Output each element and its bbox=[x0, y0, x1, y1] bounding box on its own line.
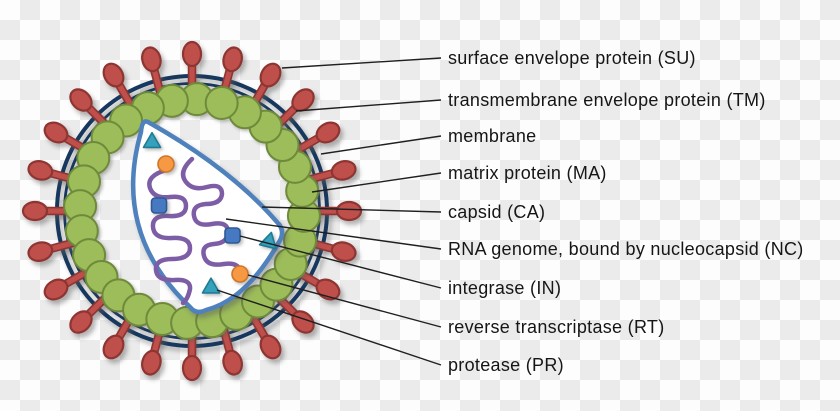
su-head bbox=[259, 334, 282, 360]
protease-triangle-icon bbox=[201, 277, 221, 294]
integrase-square-icon bbox=[150, 197, 168, 214]
label-membrane: membrane bbox=[448, 126, 537, 146]
pointer-line-tm bbox=[295, 99, 442, 112]
matrix-protein-ring-group bbox=[63, 82, 321, 340]
su-head bbox=[43, 278, 69, 301]
su-head bbox=[69, 310, 93, 334]
su-head bbox=[43, 121, 69, 144]
su-head bbox=[181, 40, 203, 68]
reverse-transcriptase-dot-icon bbox=[231, 265, 249, 283]
label-ma: matrix protein (MA) bbox=[448, 163, 607, 183]
su-head bbox=[27, 160, 54, 181]
su-head bbox=[102, 334, 125, 360]
su-head bbox=[335, 200, 363, 222]
pointer-line-ca bbox=[261, 206, 442, 213]
label-tm: transmembrane envelope protein (TM) bbox=[448, 90, 766, 110]
label-nc: RNA genome, bound by nucleocapsid (NC) bbox=[448, 239, 804, 259]
protease-triangle-icon bbox=[142, 131, 162, 149]
label-rt: reverse transcriptase (RT) bbox=[448, 317, 665, 337]
su-head bbox=[181, 354, 203, 382]
pointer-line-su bbox=[281, 57, 442, 69]
rna-genome-group bbox=[147, 156, 243, 306]
rna-strand-squiggle-icon bbox=[147, 167, 193, 306]
label-su: surface envelope protein (SU) bbox=[448, 48, 696, 68]
su-head bbox=[222, 349, 243, 376]
pointer-line-in bbox=[239, 235, 442, 289]
su-head bbox=[330, 241, 357, 262]
enzyme-markers-group bbox=[142, 131, 277, 294]
reverse-transcriptase-dot-icon bbox=[157, 155, 175, 173]
su-head bbox=[315, 121, 341, 144]
pointer-line-pr bbox=[216, 289, 442, 366]
su-head bbox=[141, 349, 162, 376]
rna-strand-squiggle-icon bbox=[180, 156, 243, 273]
pointer-line-rt bbox=[247, 274, 442, 328]
label-pr: protease (PR) bbox=[448, 355, 564, 375]
integrase-square-icon bbox=[224, 227, 241, 244]
label-ca: capsid (CA) bbox=[448, 202, 546, 222]
matrix-protein-circle bbox=[204, 85, 239, 120]
su-head bbox=[259, 62, 282, 88]
su-head bbox=[291, 88, 315, 112]
su-head bbox=[21, 200, 49, 222]
su-head bbox=[27, 241, 54, 262]
su-head bbox=[141, 46, 162, 73]
pointer-line-nc bbox=[225, 218, 442, 250]
su-head bbox=[222, 46, 243, 73]
pointer-lines-group bbox=[216, 57, 442, 366]
su-head bbox=[330, 160, 357, 181]
pointer-line-ma bbox=[311, 172, 442, 193]
label-in: integrase (IN) bbox=[448, 278, 562, 298]
su-head bbox=[102, 62, 125, 88]
pointer-line-membrane bbox=[320, 135, 442, 155]
